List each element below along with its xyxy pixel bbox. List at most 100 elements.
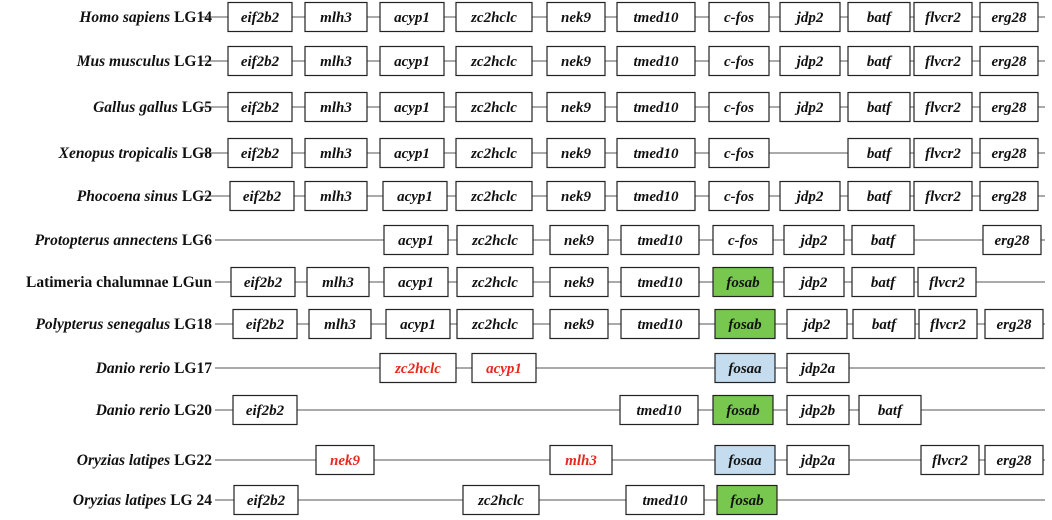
gene-box — [304, 137, 368, 169]
gene-fosaa: fosaa — [714, 352, 776, 384]
gene-acyp1: acyp1 — [379, 137, 445, 169]
species-name: Danio rerio — [95, 402, 171, 419]
gene-box — [858, 394, 922, 426]
gene-box — [979, 180, 1039, 212]
gene-fosab: fosab — [712, 394, 774, 426]
gene-box — [616, 45, 696, 77]
gene-erg28: erg28 — [979, 91, 1039, 123]
gene-label: tmed10 — [634, 189, 679, 205]
gene-box — [379, 91, 445, 123]
gene-label: c-fos — [724, 146, 754, 162]
gene-box — [979, 1, 1039, 33]
gene-label: fosab — [728, 317, 762, 333]
gene-box — [620, 266, 700, 298]
gene-label: jdp2 — [795, 54, 824, 70]
gene-fosab: fosab — [714, 308, 776, 340]
gene-label: eif2b2 — [241, 10, 280, 26]
gene-eif2b2: eif2b2 — [229, 180, 295, 212]
chromosome-id: LG6 — [182, 232, 212, 249]
gene-label: zc2hclc — [470, 54, 517, 70]
gene-box — [783, 224, 845, 256]
gene-label: tmed10 — [638, 233, 683, 249]
gene-label: c-fos — [724, 100, 754, 116]
gene-label: fosaa — [728, 453, 762, 469]
gene-jdp2: jdp2 — [783, 224, 845, 256]
gene-label: mlh3 — [320, 189, 352, 205]
gene-tmed10: tmed10 — [616, 180, 696, 212]
gene-box — [619, 394, 699, 426]
gene-box — [462, 484, 540, 516]
gene-box — [456, 266, 534, 298]
gene-tmed10: tmed10 — [620, 308, 700, 340]
gene-zc2hclc: zc2hclc — [455, 1, 533, 33]
gene-fosaa: fosaa — [714, 444, 776, 476]
gene-label: zc2hclc — [471, 317, 518, 333]
chromosome-id: LG17 — [174, 360, 212, 377]
gene-box — [913, 91, 973, 123]
gene-nek9: nek9 — [549, 266, 609, 298]
gene-label: flvcr2 — [925, 100, 961, 116]
gene-box — [232, 308, 298, 340]
gene-batf: batf — [847, 137, 911, 169]
gene-label: acyp1 — [398, 233, 434, 249]
gene-box — [917, 266, 977, 298]
gene-box — [982, 224, 1042, 256]
gene-mlh3: mlh3 — [304, 45, 368, 77]
gene-jdp2: jdp2 — [779, 180, 841, 212]
gene-jdp2a: jdp2a — [786, 352, 850, 384]
gene-eif2b2: eif2b2 — [227, 1, 293, 33]
gene-label: tmed10 — [638, 275, 683, 291]
chromosome-id: LG12 — [174, 53, 212, 70]
chromosome-id: LG14 — [174, 9, 212, 26]
gene-label: jdp2 — [795, 10, 824, 26]
gene-label: mlh3 — [565, 453, 597, 469]
gene-label: erg28 — [992, 10, 1027, 26]
gene-label: acyp1 — [400, 317, 436, 333]
gene-flvcr2: flvcr2 — [913, 137, 973, 169]
gene-box — [546, 180, 606, 212]
gene-label: erg28 — [992, 189, 1027, 205]
gene-box — [913, 180, 973, 212]
gene-eif2b2: eif2b2 — [227, 45, 293, 77]
gene-batf: batf — [858, 394, 922, 426]
gene-box — [546, 1, 606, 33]
gene-label: batf — [867, 54, 893, 70]
gene-flvcr2: flvcr2 — [913, 91, 973, 123]
gene-box — [227, 91, 293, 123]
gene-jdp2: jdp2 — [783, 266, 845, 298]
gene-nek9: nek9 — [549, 224, 609, 256]
gene-box — [549, 444, 613, 476]
species-label: Gallus gallus LG5 — [93, 99, 212, 116]
gene-acyp1: acyp1 — [382, 180, 448, 212]
gene-label: flvcr2 — [925, 54, 961, 70]
gene-zc2hclc: zc2hclc — [456, 224, 534, 256]
gene-label: nek9 — [561, 189, 592, 205]
gene-label: eif2b2 — [247, 493, 286, 509]
gene-zc2hclc: zc2hclc — [462, 484, 540, 516]
gene-label: eif2b2 — [244, 275, 283, 291]
gene-zc2hclc: zc2hclc — [456, 266, 534, 298]
gene-label: jdp2 — [795, 100, 824, 116]
gene-nek9: nek9 — [546, 45, 606, 77]
species-label: Protopterus annectens LG6 — [35, 232, 213, 249]
gene-label: batf — [867, 100, 893, 116]
species-label: Latimeria chalumnae LGun — [26, 274, 212, 291]
gene-label: flvcr2 — [932, 453, 968, 469]
gene-zc2hclc: zc2hclc — [456, 308, 534, 340]
gene-nek9: nek9 — [546, 91, 606, 123]
gene-box — [847, 91, 911, 123]
chromosome-id: LG2 — [182, 188, 212, 205]
species-label: Polypterus senegalus LG18 — [35, 316, 212, 333]
gene-tmed10: tmed10 — [616, 137, 696, 169]
gene-box — [979, 45, 1039, 77]
gene-box — [455, 137, 533, 169]
gene-acyp1: acyp1 — [383, 224, 449, 256]
gene-label: c-fos — [724, 54, 754, 70]
species-name: Homo sapiens — [78, 9, 170, 26]
gene-box — [779, 1, 841, 33]
gene-box — [546, 45, 606, 77]
gene-box — [383, 266, 449, 298]
gene-box — [920, 444, 980, 476]
gene-mlh3: mlh3 — [304, 91, 368, 123]
